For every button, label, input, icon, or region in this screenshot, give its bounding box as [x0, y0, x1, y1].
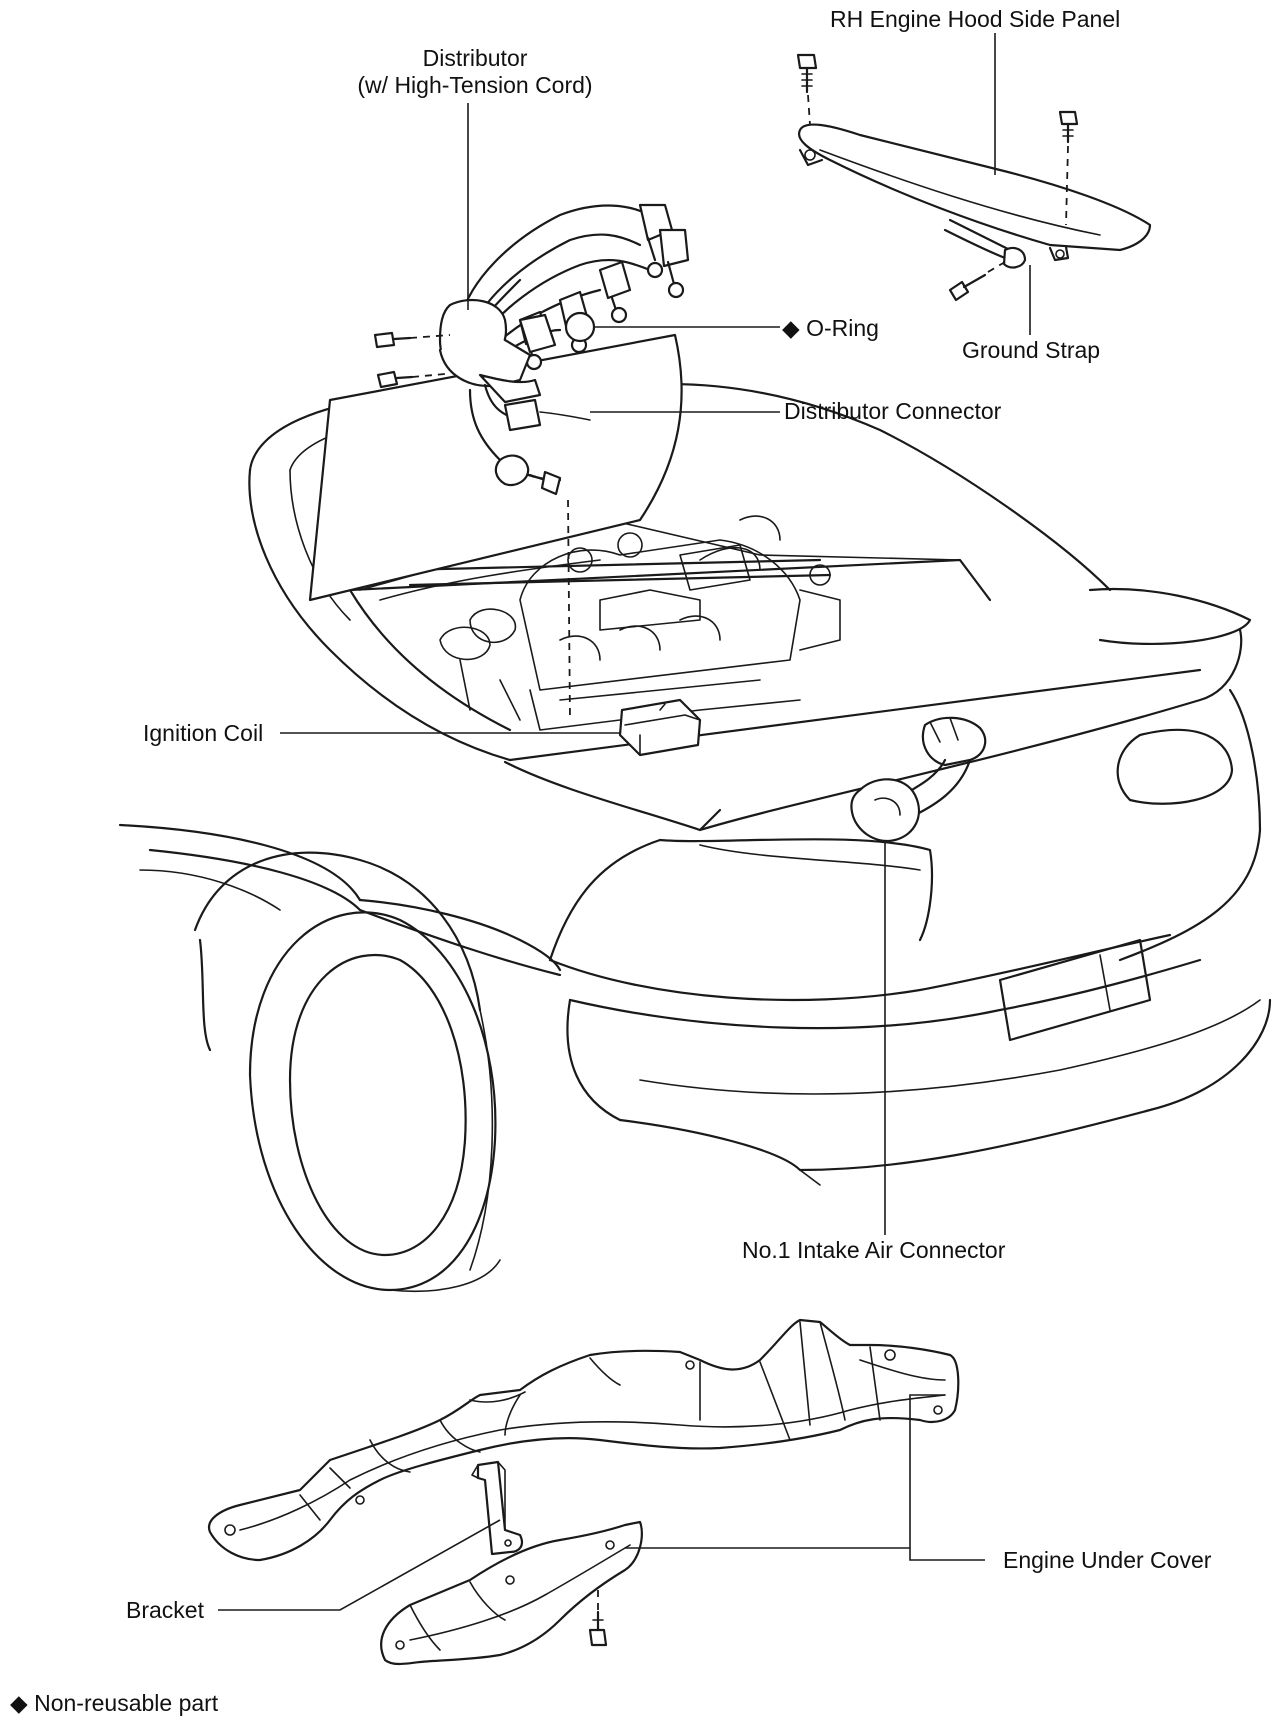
intake-air-connector-part — [850, 716, 987, 843]
label-ground-strap: Ground Strap — [962, 337, 1101, 363]
label-ignition-coil: Ignition Coil — [143, 720, 264, 746]
hood-side-panel-part — [796, 53, 1152, 302]
label-distributor-line2: (w/ High-Tension Cord) — [357, 72, 593, 98]
label-o-ring: ◆ O-Ring — [782, 315, 879, 342]
car-body — [118, 382, 1272, 1293]
legend: ◆ Non-reusable part — [10, 1690, 218, 1717]
engine-under-cover-small-part — [380, 1520, 643, 1666]
legend-diamond-icon: ◆ — [10, 1690, 28, 1716]
legend-text: Non-reusable part — [34, 1690, 219, 1716]
o-ring-part — [564, 311, 596, 343]
ignition-coil-part — [618, 698, 702, 757]
label-distributor: Distributor (w/ High-Tension Cord) — [340, 45, 610, 99]
label-o-ring-text: O-Ring — [806, 315, 879, 341]
label-no1-intake-air-connector: No.1 Intake Air Connector — [742, 1237, 1006, 1263]
leader-lines — [218, 33, 1031, 1611]
engine-under-cover-part — [207, 1318, 960, 1562]
engine-assembly — [359, 515, 961, 731]
label-engine-under-cover: Engine Under Cover — [1003, 1547, 1212, 1573]
non-reusable-diamond-icon: ◆ — [782, 315, 800, 341]
label-rh-engine-hood-side-panel: RH Engine Hood Side Panel — [830, 6, 1121, 32]
bracket-part — [471, 1460, 524, 1556]
label-distributor-connector: Distributor Connector — [784, 398, 1002, 424]
label-distributor-line1: Distributor — [422, 45, 528, 71]
label-bracket: Bracket — [126, 1597, 204, 1623]
